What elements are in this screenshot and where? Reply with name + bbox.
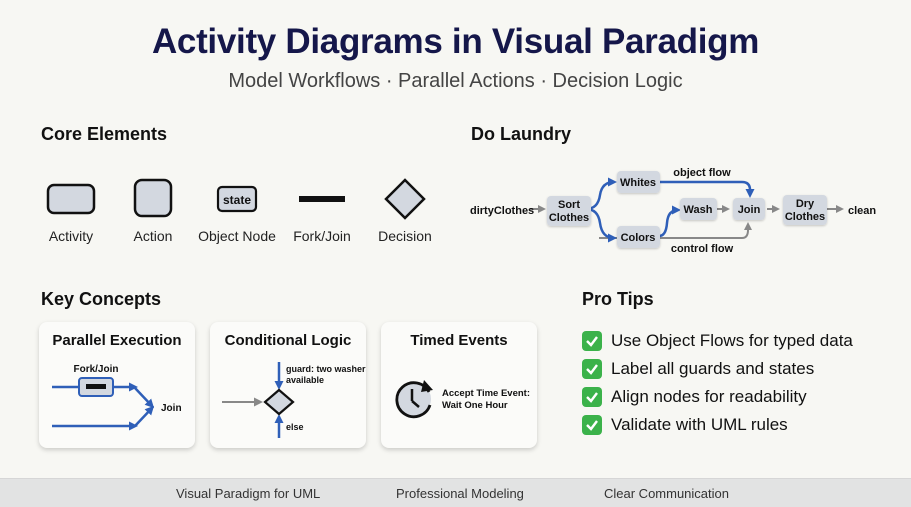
- footer-item-clear-communication: Clear Communication: [604, 486, 729, 501]
- parallel-execution-diagram: Fork/Join Join: [52, 364, 182, 431]
- page-subtitle: Model Workflows · Parallel Actions · Dec…: [228, 70, 683, 92]
- check-icon: [582, 387, 602, 407]
- else-label: else: [286, 422, 304, 432]
- key-concepts-heading: Key Concepts: [41, 289, 162, 309]
- card-title-conditional-logic: Conditional Logic: [224, 332, 352, 349]
- svg-text:Wash: Wash: [684, 204, 713, 216]
- guard-label-line2: available: [286, 375, 324, 385]
- node-sort-clothes: Sort Clothes: [547, 196, 591, 226]
- pro-tips-heading: Pro Tips: [582, 289, 654, 309]
- rounded-square-icon: [133, 178, 173, 218]
- time-event-line2: Wait One Hour: [442, 400, 508, 411]
- tip-text: Use Object Flows for typed data: [611, 331, 853, 350]
- check-icon: [582, 359, 602, 379]
- core-element-action: [103, 178, 203, 227]
- tip-item: Align nodes for readability: [582, 385, 807, 409]
- check-icon: [582, 415, 602, 435]
- tip-item: Use Object Flows for typed data: [582, 329, 853, 353]
- timed-events-diagram: Accept Time Event: Wait One Hour: [395, 380, 530, 419]
- core-label-action: Action: [133, 228, 173, 244]
- tip-item: Validate with UML rules: [582, 413, 788, 437]
- tip-text: Label all guards and states: [611, 359, 815, 378]
- page-title: Activity Diagrams in Visual Paradigm: [151, 22, 760, 61]
- core-element-decision: [355, 178, 455, 227]
- node-wash: Wash: [680, 198, 717, 220]
- clock-icon: [395, 380, 433, 419]
- node-join: Join: [733, 198, 765, 220]
- laundry-output-label: clean: [848, 205, 876, 217]
- core-element-fork-join: [272, 178, 372, 227]
- join-edge-bottom: [134, 405, 155, 427]
- tip-text: Validate with UML rules: [611, 415, 788, 434]
- object-flow-edge: [659, 180, 755, 198]
- core-elements-heading: Core Elements: [41, 124, 168, 144]
- tip-item: Label all guards and states: [582, 357, 814, 381]
- svg-text:Dry: Dry: [796, 198, 815, 210]
- core-label-decision: Decision: [378, 228, 432, 244]
- svg-text:Join: Join: [738, 204, 761, 216]
- card-title-parallel-execution: Parallel Execution: [52, 332, 182, 349]
- footer-bar: Visual Paradigm for UML Professional Mod…: [0, 478, 911, 507]
- svg-text:Sort: Sort: [558, 199, 580, 211]
- join-label: Join: [161, 403, 182, 414]
- join-edge-top: [134, 387, 155, 409]
- fork-join-label: Fork/Join: [73, 364, 118, 375]
- core-element-object-node: state: [187, 178, 287, 227]
- svg-text:Clothes: Clothes: [785, 211, 825, 223]
- node-dry-clothes: Dry Clothes: [783, 195, 827, 225]
- guard-label-line1: guard: two washers: [286, 364, 366, 374]
- check-icon: [582, 331, 602, 351]
- core-element-activity: [21, 178, 121, 227]
- core-label-activity: Activity: [48, 228, 94, 244]
- edge-sort-to-colors: [585, 207, 617, 243]
- svg-text:Whites: Whites: [620, 177, 656, 189]
- object-flow-label: object flow: [673, 167, 731, 179]
- tip-text: Align nodes for readability: [611, 387, 807, 406]
- object-node-state-text: state: [223, 193, 251, 207]
- edge-sort-to-whites: [585, 177, 617, 211]
- laundry-input-label: dirtyClothes: [470, 205, 534, 217]
- conditional-logic-diagram: guard: two washers available else: [222, 362, 366, 438]
- time-event-line1: Accept Time Event:: [442, 388, 530, 399]
- edge-colors-to-wash: [658, 205, 681, 238]
- node-colors: Colors: [617, 226, 660, 248]
- laundry-diagram: dirtyClothes clean object flow control f…: [470, 167, 876, 255]
- footer-item-visual-paradigm: Visual Paradigm for UML: [176, 486, 321, 501]
- fork-bar: [86, 384, 106, 389]
- card-title-timed-events: Timed Events: [410, 332, 508, 349]
- footer-item-professional-modeling: Professional Modeling: [396, 486, 524, 501]
- core-label-fork-join: Fork/Join: [293, 228, 351, 244]
- object-node-icon: state: [216, 185, 258, 213]
- card-conditional-logic: Conditional Logic guard: two washers ava…: [210, 322, 366, 448]
- svg-text:Colors: Colors: [621, 232, 656, 244]
- node-whites: Whites: [617, 171, 660, 193]
- card-timed-events: Timed Events Accept Time Event: Wait One…: [381, 322, 537, 448]
- core-label-object-node: Object Node: [198, 228, 276, 244]
- svg-text:Clothes: Clothes: [549, 212, 589, 224]
- diamond-icon: [384, 178, 426, 220]
- control-flow-label: control flow: [671, 243, 734, 255]
- card-parallel-execution: Parallel Execution Fork/Join Join: [39, 322, 195, 448]
- laundry-heading: Do Laundry: [471, 124, 572, 144]
- fork-bar-icon: [299, 196, 345, 202]
- rounded-rectangle-icon: [46, 183, 96, 215]
- decision-diamond: [263, 388, 295, 416]
